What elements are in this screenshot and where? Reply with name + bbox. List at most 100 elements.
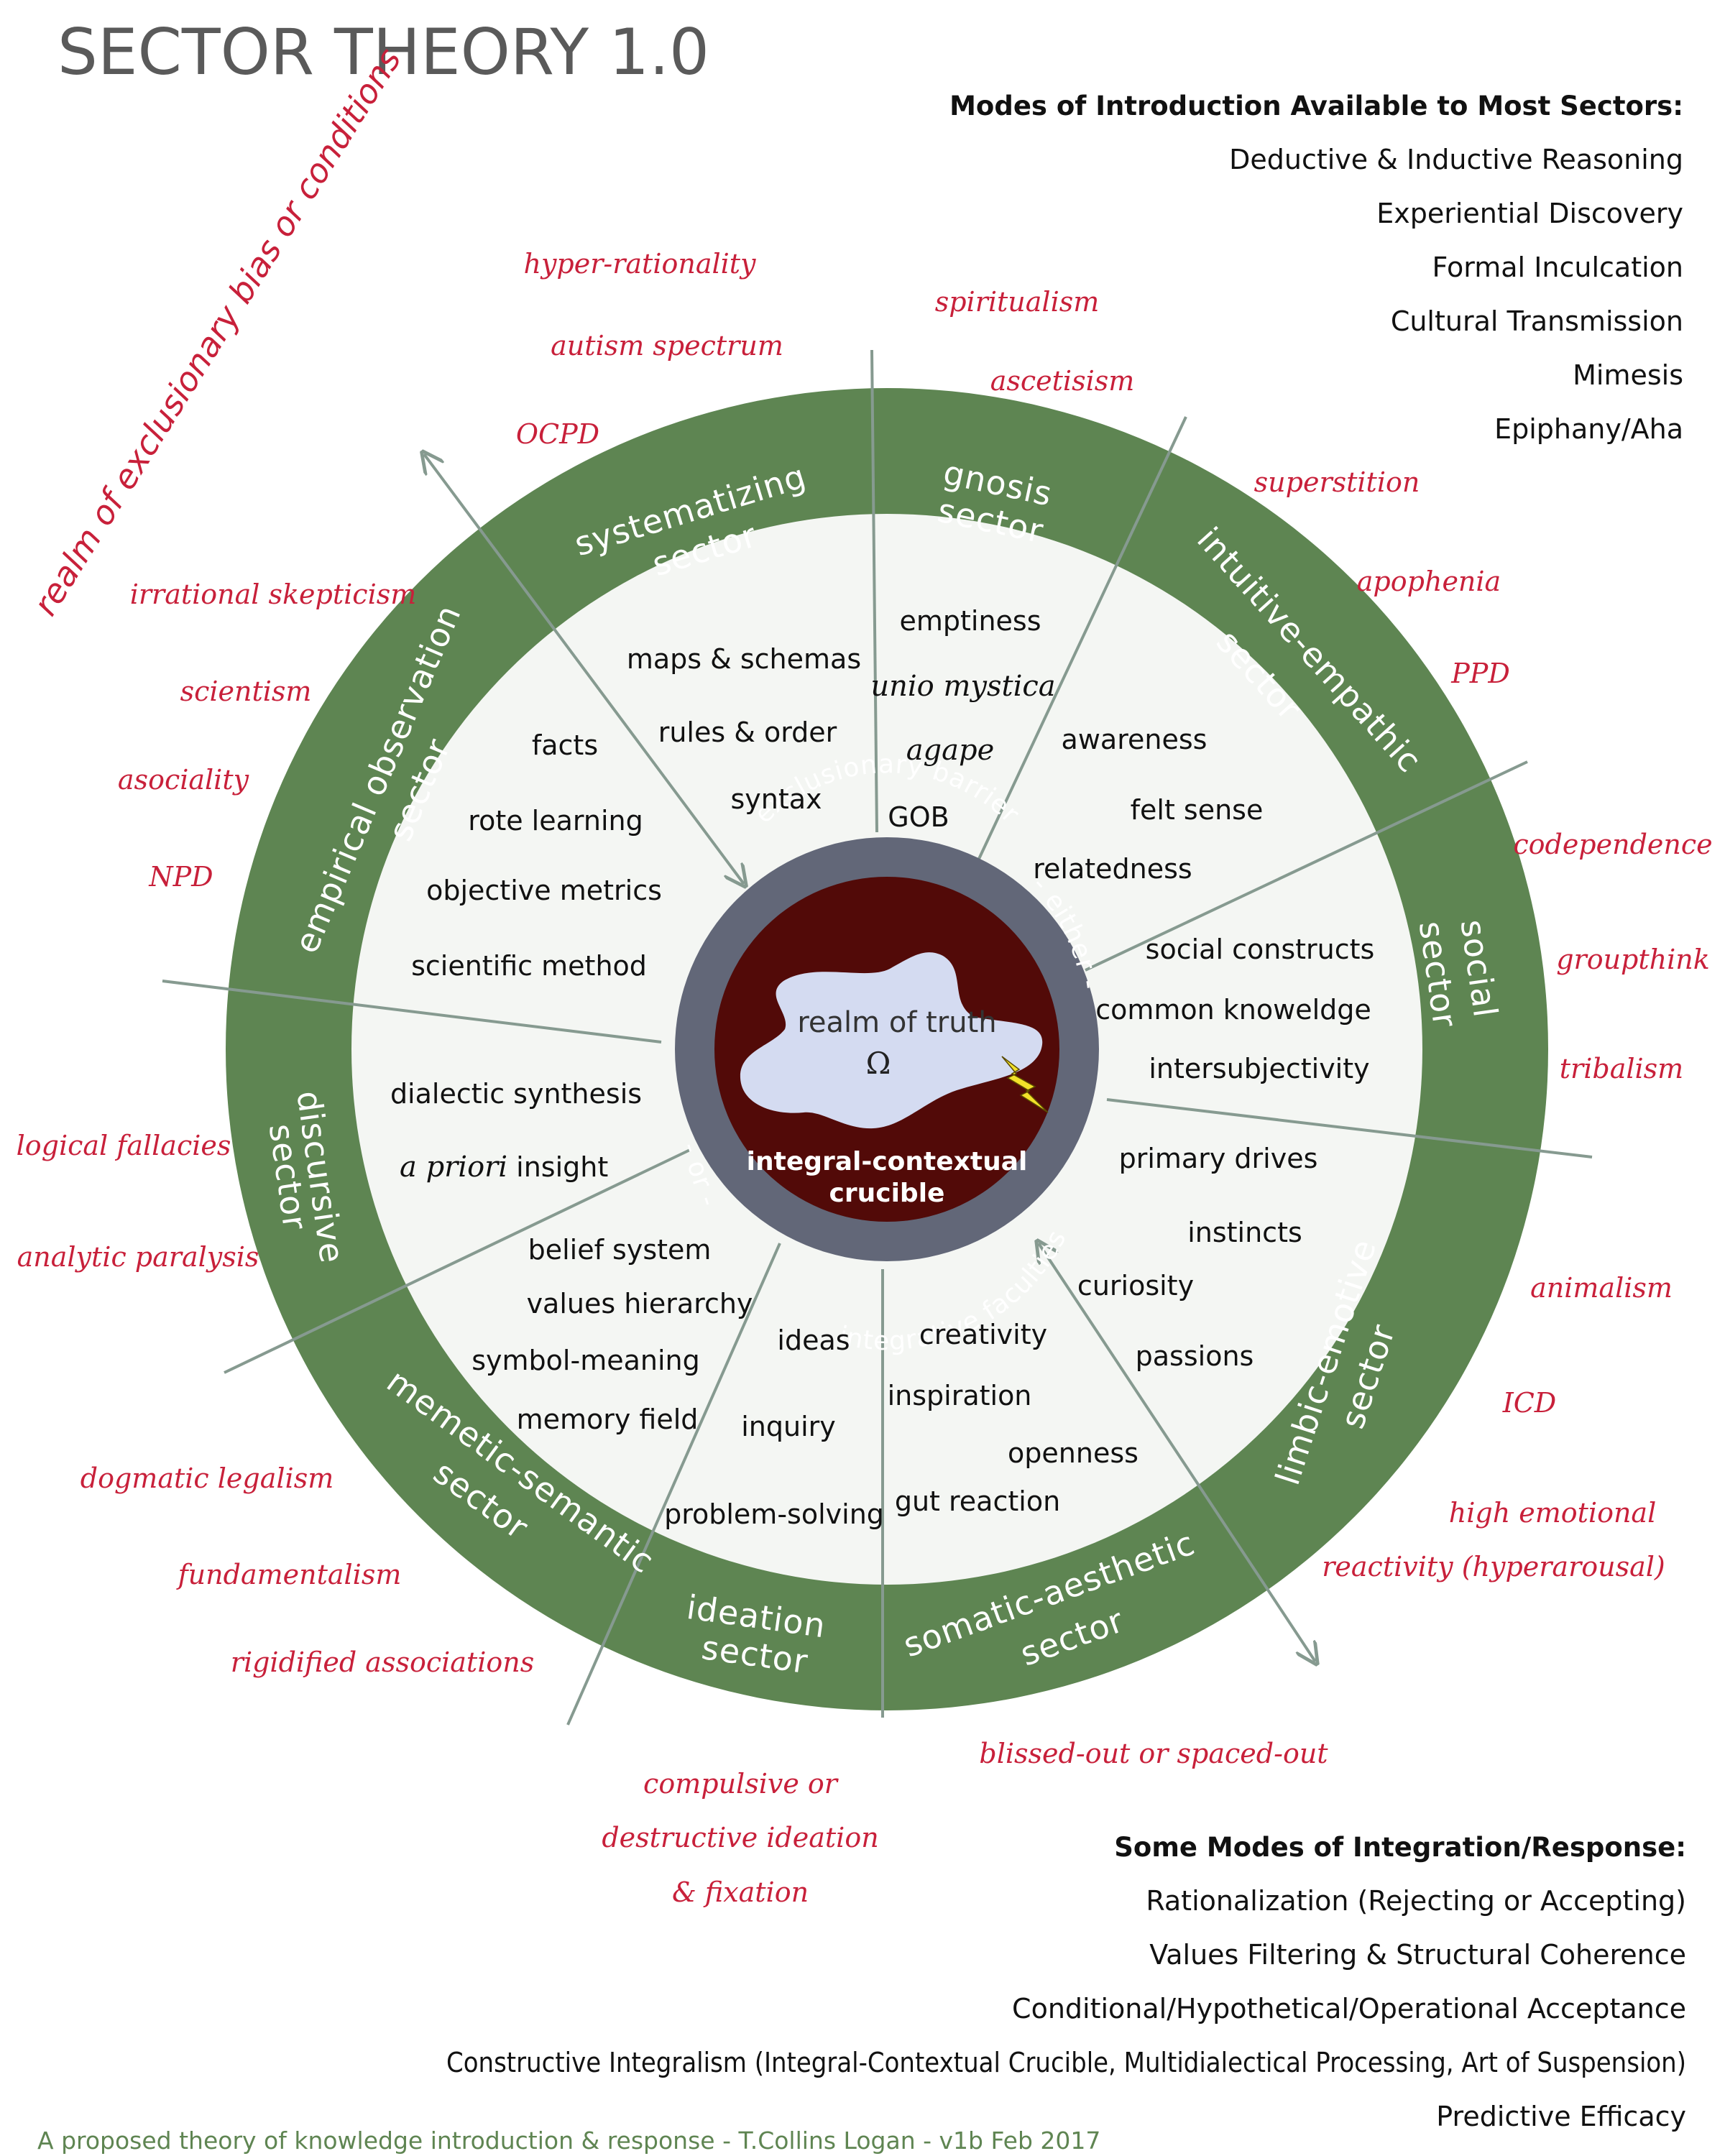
sector-item: objective metrics	[426, 875, 662, 906]
sector-item: instincts	[1187, 1217, 1302, 1248]
bias-label: PPD	[1450, 658, 1510, 689]
double-arrow	[1039, 1243, 1315, 1662]
bias-label: ascetisism	[990, 365, 1135, 397]
bias-label: spiritualism	[935, 286, 1100, 318]
bias-label: scientism	[180, 676, 312, 707]
bias-label: tribalism	[1560, 1053, 1683, 1084]
integration-item: Constructive Integralism (Integral-Conte…	[446, 2047, 1686, 2078]
items-gnosis: emptiness unio mystica agape GOB	[870, 605, 1055, 833]
items-systematizing: maps & schemas rules & order syntax	[627, 643, 861, 815]
integration-item: Rationalization (Rejecting or Accepting)	[1146, 1885, 1686, 1917]
bias-label: hyper-rationality	[523, 248, 756, 280]
sector-dividers	[162, 349, 1593, 1726]
bias-label: fundamentalism	[176, 1559, 402, 1590]
divider-line	[224, 1148, 691, 1374]
omega-symbol: Ω	[866, 1046, 891, 1081]
footer-credit: A proposed theory of knowledge introduct…	[37, 2127, 1100, 2155]
realm-of-truth-label: realm of truth	[797, 1006, 996, 1039]
intro-heading: Modes of Introduction Available to Most …	[949, 91, 1683, 121]
double-arrow	[424, 454, 744, 884]
bias-label: superstition	[1254, 466, 1420, 498]
divider-line	[972, 416, 1187, 870]
sector-item: curiosity	[1077, 1270, 1194, 1302]
page-title: SECTOR THEORY 1.0	[58, 15, 709, 89]
bias-label: compulsive or	[643, 1768, 840, 1800]
sector-item: common knoweldge	[1095, 994, 1371, 1026]
sector-item: facts	[532, 729, 598, 761]
sector-item: GOB	[888, 801, 949, 833]
bias-label: reactivity (hyperarousal)	[1322, 1551, 1665, 1583]
sector-item: felt sense	[1131, 794, 1264, 826]
sector-item: rote learning	[468, 805, 643, 837]
sector-item: inspiration	[888, 1380, 1032, 1411]
bias-label: codependence	[1513, 829, 1712, 860]
integration-item: Conditional/Hypothetical/Operational Acc…	[1012, 1993, 1686, 2024]
bias-label: OCPD	[516, 418, 599, 450]
integration-heading: Some Modes of Integration/Response:	[1114, 1832, 1686, 1863]
bias-label: groupthink	[1556, 944, 1710, 975]
sector-item: agape	[906, 734, 995, 767]
sector-item: a priori insight	[400, 1151, 608, 1184]
bias-label: asociality	[118, 764, 249, 796]
sector-item: scientific method	[411, 950, 647, 982]
sector-item: emptiness	[899, 605, 1041, 637]
sector-item: syntax	[730, 783, 822, 815]
sector-item: rules & order	[658, 717, 837, 748]
bias-label: NPD	[148, 861, 213, 893]
divider-line	[1106, 1098, 1593, 1158]
intro-item: Mimesis	[1573, 359, 1683, 391]
sector-item: memory field	[517, 1404, 699, 1435]
bias-label: rigidified associations	[231, 1646, 534, 1678]
bias-label: ICD	[1502, 1387, 1557, 1419]
sector-item: inquiry	[741, 1411, 836, 1442]
bias-label: irrational skepticism	[130, 579, 417, 610]
items-empirical-observation: facts rote learning objective metrics sc…	[411, 729, 662, 982]
bias-label: & fixation	[672, 1876, 809, 1908]
intro-item: Epiphany/Aha	[1494, 413, 1683, 445]
intro-item: Experiential Discovery	[1376, 198, 1683, 229]
items-memetic-semantic: belief system values hierarchy symbol-me…	[472, 1234, 753, 1435]
crucible-label-1: integral-contextual	[747, 1147, 1028, 1176]
bias-label: destructive ideation	[602, 1822, 878, 1853]
items-ideation: ideas inquiry problem-solving	[664, 1325, 884, 1530]
sector-wheel: exclusionary barrier - either - - or - i…	[162, 349, 1593, 1726]
items-somatic-aesthetic: creativity inspiration openness gut reac…	[888, 1319, 1138, 1517]
sector-item: dialectic synthesis	[390, 1078, 642, 1110]
bias-label: animalism	[1530, 1272, 1673, 1304]
bias-label: logical fallacies	[17, 1130, 231, 1161]
bias-label: high emotional	[1449, 1497, 1657, 1529]
intro-item: Formal Inculcation	[1432, 252, 1683, 283]
bias-label: dogmatic legalism	[80, 1462, 334, 1494]
sector-item: belief system	[528, 1234, 712, 1266]
bias-labels: hyper-rationality autism spectrum OCPD s…	[17, 248, 1713, 1908]
items-discursive: dialectic synthesis a priori insight	[390, 1078, 642, 1184]
truth-blob	[740, 952, 1043, 1129]
bias-label: blissed-out or spaced-out	[979, 1738, 1328, 1769]
divider-line	[870, 349, 878, 833]
divider-line	[566, 1243, 781, 1726]
sector-item: relatedness	[1033, 853, 1192, 885]
sector-item: maps & schemas	[627, 643, 861, 675]
items-social: social constructs common knoweldge inter…	[1095, 934, 1374, 1084]
integration-panel: Some Modes of Integration/Response: Rati…	[446, 1832, 1686, 2132]
sector-item: social constructs	[1146, 934, 1375, 965]
items-intuitive-empathic: awareness felt sense relatedness	[1033, 724, 1263, 885]
sector-item: symbol-meaning	[472, 1345, 699, 1376]
lightning-icon	[1001, 1056, 1049, 1113]
intro-panel: Modes of Introduction Available to Most …	[949, 91, 1683, 445]
sector-item: intersubjectivity	[1149, 1053, 1369, 1084]
sector-item: openness	[1008, 1437, 1138, 1469]
bias-label: autism spectrum	[551, 330, 783, 361]
intro-item: Cultural Transmission	[1391, 305, 1683, 337]
sector-item: primary drives	[1119, 1143, 1318, 1174]
sector-item: problem-solving	[664, 1498, 884, 1530]
sector-item: passions	[1136, 1340, 1254, 1372]
integration-item: Predictive Efficacy	[1436, 2101, 1686, 2132]
bias-label: analytic paralysis	[17, 1241, 259, 1273]
sector-item: awareness	[1062, 724, 1208, 755]
sector-item: unio mystica	[870, 670, 1055, 703]
sector-item: gut reaction	[895, 1485, 1060, 1517]
divider-line	[162, 980, 662, 1044]
crucible-label-2: crucible	[829, 1179, 945, 1208]
